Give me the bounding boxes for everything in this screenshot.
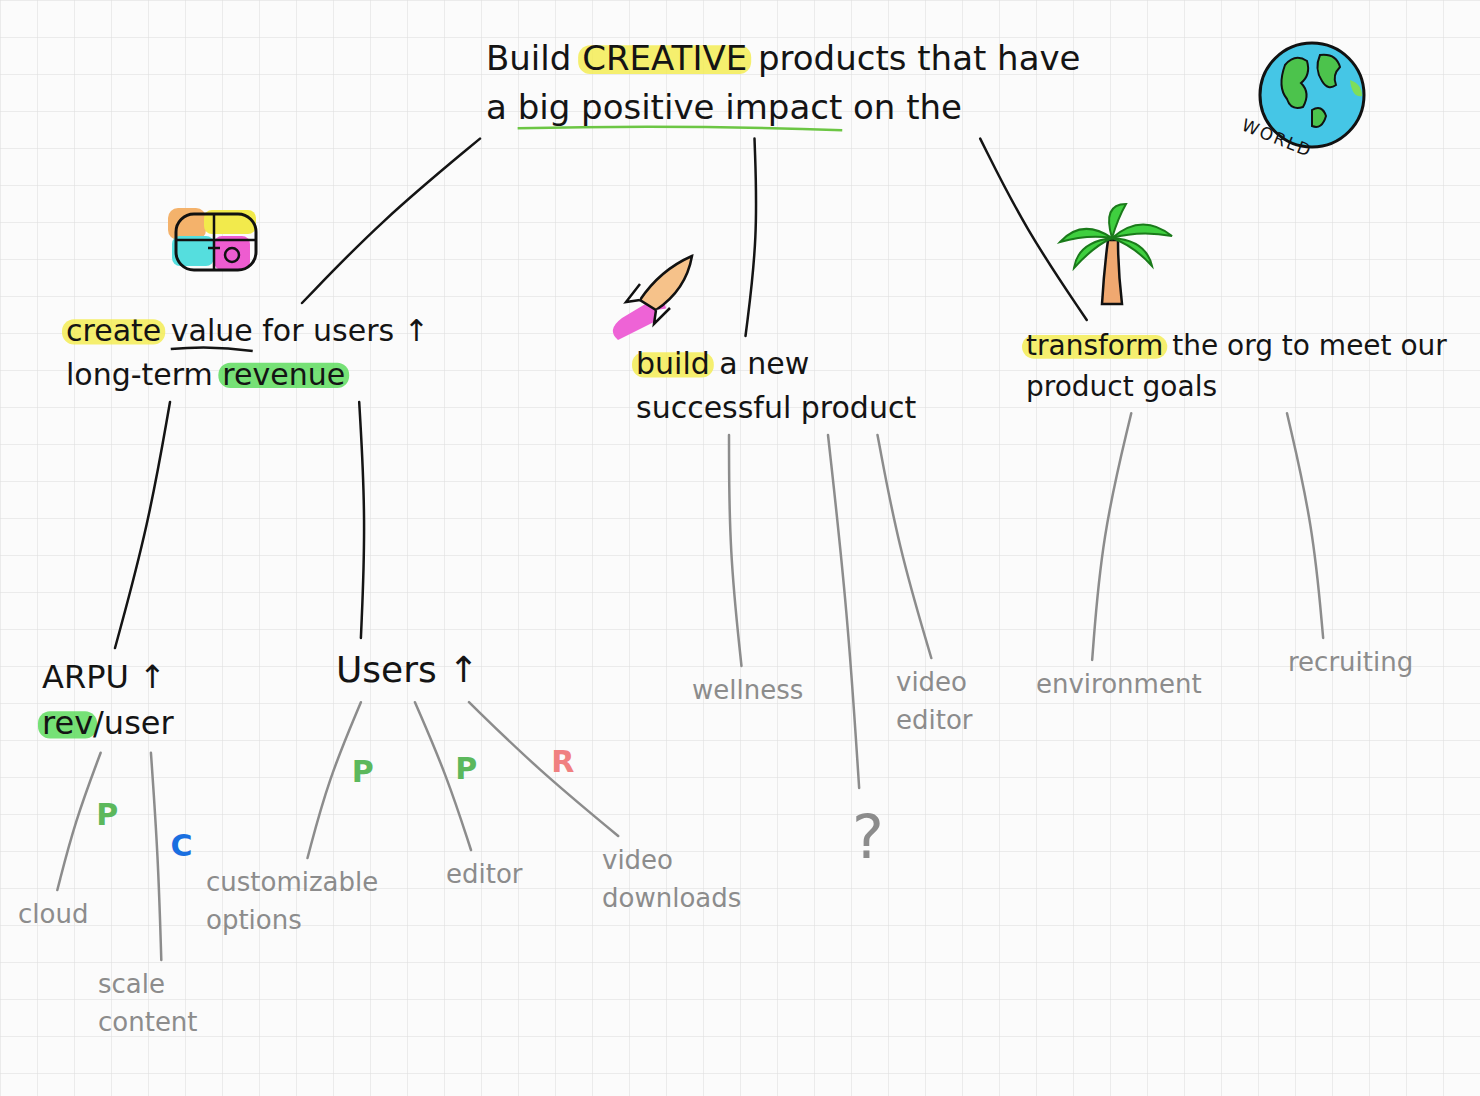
node-heading: build a new successful product: [636, 342, 954, 429]
edge-label: P: [349, 754, 377, 789]
branch-line: [980, 139, 1087, 320]
node-heading: wellness: [692, 672, 803, 710]
text-node: video downloads: [596, 838, 781, 921]
text-node: create value for users ↑ long-term reven…: [60, 305, 500, 400]
node-heading: ARPU ↑: [42, 654, 174, 700]
text-node: environment: [1030, 662, 1208, 708]
text-node: Build CREATIVE products that have a big …: [480, 30, 1090, 137]
branch-line: [151, 753, 161, 960]
image-icon: [168, 208, 256, 270]
branch-line: [57, 753, 100, 890]
node-heading: transform the org to meet our product go…: [1026, 326, 1459, 407]
note-label: WORLD: [1239, 115, 1316, 161]
text-node: customizable options: [200, 860, 415, 943]
text-node: editor: [440, 852, 529, 898]
node-heading: ?: [852, 794, 884, 881]
text-node: scale content: [92, 962, 218, 1045]
palm-tree-icon: [1060, 204, 1172, 304]
branch-line: [828, 435, 859, 788]
node-heading: Users ↑: [336, 644, 478, 696]
text-node: recruiting: [1282, 640, 1419, 686]
node-heading: video editor: [896, 664, 1002, 739]
branch-line: [469, 702, 618, 836]
branch-line: [302, 139, 480, 303]
text-node: build a new successful product: [630, 338, 960, 433]
text-node: Users ↑: [330, 640, 484, 700]
node-heading: recruiting: [1288, 644, 1413, 682]
rocket-icon: [613, 256, 692, 340]
node-heading: Build CREATIVE products that have a big …: [486, 34, 1084, 133]
node-heading: cloud: [18, 896, 88, 934]
node-body: rev/user: [42, 700, 174, 746]
edge-label: R: [548, 744, 577, 779]
text-node: cloud: [12, 892, 94, 938]
edge-label: C: [168, 828, 196, 863]
branch-line: [1287, 413, 1323, 638]
branch-line: [359, 402, 364, 638]
node-heading: customizable options: [206, 864, 409, 939]
edge-label: P: [93, 797, 121, 832]
edge-label: P: [452, 751, 480, 786]
node-heading: create value for users ↑ long-term reven…: [66, 309, 494, 396]
text-node: ?: [846, 790, 890, 885]
node-heading: editor: [446, 856, 523, 894]
branch-line: [729, 435, 741, 666]
node-heading: environment: [1036, 666, 1202, 704]
branch-line: [115, 402, 170, 648]
text-node: transform the org to meet our product go…: [1020, 322, 1465, 411]
text-node: video editor: [890, 660, 1008, 743]
branch-line: [746, 139, 757, 336]
branch-line: [1092, 413, 1131, 660]
node-heading: video downloads: [602, 842, 775, 917]
branch-line: [878, 435, 932, 658]
text-node: wellness: [686, 668, 809, 714]
node-heading: scale content: [98, 966, 212, 1041]
text-node: ARPU ↑rev/user: [36, 650, 180, 751]
